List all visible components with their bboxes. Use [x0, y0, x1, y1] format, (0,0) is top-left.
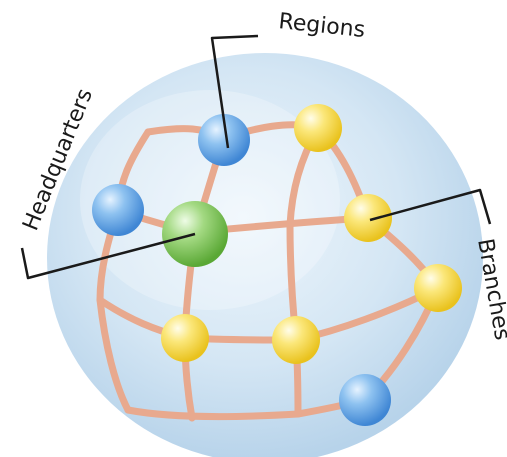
regions-label: Regions [277, 9, 366, 43]
globe-highlight [80, 90, 340, 310]
grid-line-center-right [286, 124, 322, 418]
branch-node-lower-center [272, 316, 320, 364]
grid-line-right [314, 124, 442, 404]
grid-line-left [96, 128, 152, 414]
region-node-top [198, 114, 250, 166]
regions-callout-line [210, 34, 259, 149]
branch-node-right [414, 264, 462, 312]
grid-line-center-left [181, 134, 228, 422]
branch-node-top [294, 104, 342, 152]
globe [47, 53, 483, 457]
network-grid [96, 121, 442, 422]
region-node-left [92, 184, 144, 236]
region-node-bottom [339, 374, 391, 426]
callout-lines [20, 34, 492, 280]
grid-line-mid [96, 284, 442, 344]
branch-node-upper-right [344, 194, 392, 242]
branch-node-lower-left [161, 314, 209, 362]
headquarters-callout-line [20, 232, 196, 280]
branches-callout-line [369, 188, 492, 225]
